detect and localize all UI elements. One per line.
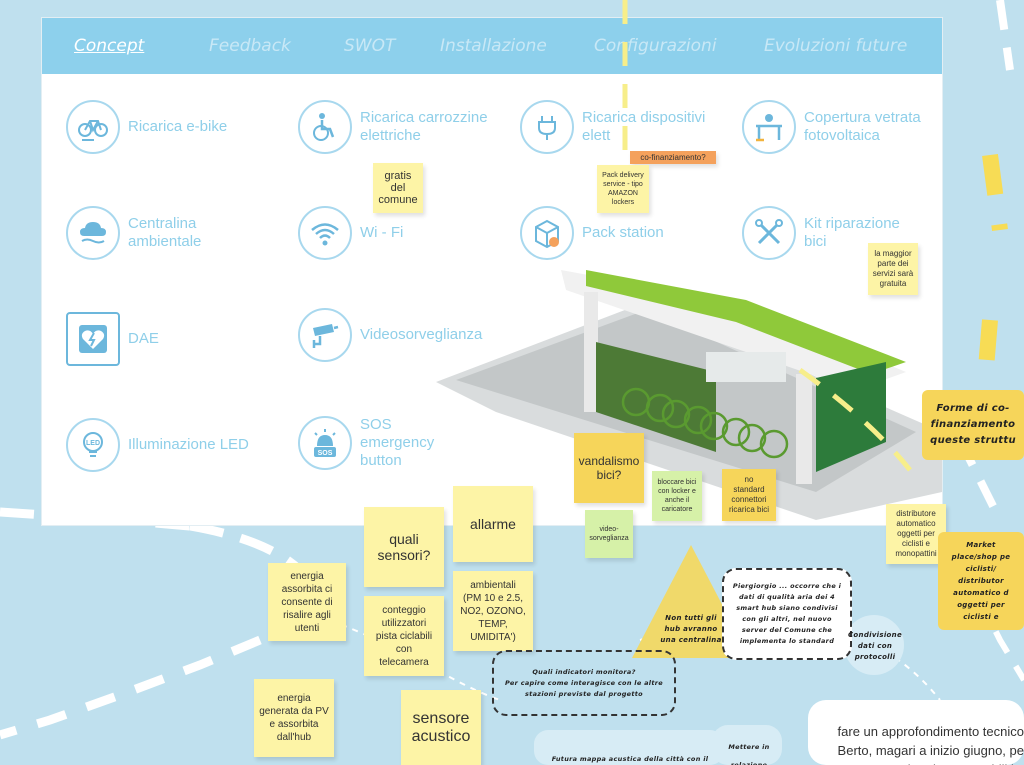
note-mettere-relazione[interactable]: Mettere in relazione [718, 736, 780, 765]
note-text: Forme di co- finanziamento queste strutt… [930, 403, 1016, 446]
feature-label: Ricarica e-bike [128, 118, 228, 135]
cloud-icon [66, 206, 120, 260]
sticky-maggior-parte[interactable]: la maggior parte dei servizi sarà gratui… [868, 243, 918, 295]
tab-evoluzioni-future[interactable]: Evoluzioni future [764, 36, 908, 56]
sticky-no-standard[interactable]: no standard connettori ricarica bici [722, 469, 776, 521]
sticky-vandalismo[interactable]: vandalismo bici? [574, 433, 644, 503]
sticky-distributore[interactable]: distributore automatico oggetti per cicl… [886, 504, 946, 564]
note-text: Piergiorgio ... occorre che i dati di qu… [732, 582, 842, 645]
tab-installazione[interactable]: Installazione [440, 36, 547, 56]
feature-env: Centralina ambientale [66, 206, 201, 260]
feature-label: Ricarica dispositivi elett [582, 109, 706, 144]
note-market-place[interactable]: Market place/shop pe ciclisti/ distribut… [938, 532, 1024, 630]
feature-video: Videosorveglianza [298, 308, 482, 362]
feature-wifi: Wi - Fi [298, 206, 403, 260]
plug-icon [520, 100, 574, 154]
feature-repair: Kit riparazione bici [742, 206, 900, 260]
note-text: Condivisione dati con protocolli [847, 630, 902, 661]
note-piergiorgio[interactable]: Piergiorgio ... occorre che i dati di qu… [722, 568, 852, 660]
note-condivisione[interactable]: Condivisione dati con protocolli [846, 626, 904, 666]
note-triangle[interactable]: Non tutti gli hub avranno una centralina [632, 545, 750, 658]
sticky-pack-delivery[interactable]: Pack delivery service - tipo AMAZON lock… [597, 165, 649, 213]
sticky-sensore-acustico[interactable]: sensore acustico [401, 690, 481, 765]
tab-concept[interactable]: Concept [74, 36, 145, 56]
feature-label: DAE [128, 330, 159, 347]
wheelchair-icon [298, 100, 352, 154]
led-icon-text: LED [86, 440, 100, 447]
feature-label: Wi - Fi [360, 224, 404, 241]
feature-label: Centralina ambientale [128, 215, 202, 250]
feature-led: LED Illuminazione LED [66, 418, 249, 472]
tab-bar: Concept Feedback SWOT Installazione Conf… [42, 18, 942, 74]
feature-dae: DAE [66, 312, 159, 366]
ebike-icon [66, 100, 120, 154]
feature-label: Ricarica carrozzine elettriche [360, 109, 488, 144]
feature-label: Videosorveglianza [360, 326, 483, 343]
tools-icon [742, 206, 796, 260]
sticky-ambientali[interactable]: ambientali (PM 10 e 2.5, NO2, OZONO, TEM… [453, 571, 533, 651]
sticky-conteggio[interactable]: conteggio utilizzatori pista ciclabili c… [364, 596, 444, 676]
wifi-icon [298, 206, 352, 260]
feature-devices: Ricarica dispositivi elett [520, 100, 705, 154]
security-camera-icon [298, 308, 352, 362]
tab-swot[interactable]: SWOT [344, 36, 396, 56]
feature-sos: SOS SOS emergency button [298, 416, 434, 470]
note-quali-indicatori[interactable]: Quali indicatori monitora? Per capire co… [492, 650, 676, 716]
sticky-quali-sensori[interactable]: quali sensori? [364, 507, 444, 587]
note-text: Quali indicatori monitora? Per capire co… [505, 667, 663, 698]
sos-alarm-icon: SOS [298, 416, 352, 470]
feature-label: SOS emergency button [360, 416, 435, 469]
feature-pack: Pack station [520, 206, 664, 260]
tab-configurazioni[interactable]: Configurazioni [594, 36, 717, 56]
feature-pv: Copertura vetrata fotovoltaica [742, 100, 921, 154]
feature-label: Pack station [582, 224, 664, 241]
sticky-cofinanziamento[interactable]: co-finanziamento? [630, 151, 716, 164]
sticky-allarme[interactable]: allarme [453, 486, 533, 562]
solar-canopy-icon [742, 100, 796, 154]
sticky-videosorveglianza[interactable]: video- sorveglianza [585, 510, 633, 558]
note-text: Mettere in relazione [728, 743, 770, 765]
note-text: Futura mappa acustica della città con il [551, 755, 709, 763]
note-text: Market place/shop pe ciclisti/ distribut… [951, 541, 1011, 621]
heart-defibrillator-icon [66, 312, 120, 366]
led-bulb-icon: LED [66, 418, 120, 472]
sticky-gratis[interactable]: gratis del comune [373, 163, 423, 213]
tab-feedback[interactable]: Feedback [209, 36, 291, 56]
package-icon [520, 206, 574, 260]
note-approfondimento[interactable]: fare un approfondimento tecnico Berto, m… [818, 722, 1024, 765]
feature-label: Kit riparazione bici [804, 215, 900, 250]
sos-icon-text: SOS [318, 450, 333, 457]
sticky-bloccare-bici[interactable]: bloccare bici con locker e anche il cari… [652, 471, 702, 521]
sticky-energia-pv[interactable]: energia generata da PV e assorbita dall'… [254, 679, 334, 757]
feature-label: Illuminazione LED [128, 436, 249, 453]
feature-label: Copertura vetrata fotovoltaica [804, 109, 921, 144]
note-text: Non tutti gli hub avranno una centralina [660, 614, 722, 644]
note-futura-mappa[interactable]: Futura mappa acustica della città con il [540, 748, 720, 763]
feature-ebike: Ricarica e-bike [66, 100, 227, 154]
feature-wheelchair: Ricarica carrozzine elettriche [298, 100, 488, 154]
note-text: fare un approfondimento tecnico Berto, m… [837, 724, 1024, 765]
note-forme-cofinanziamento[interactable]: Forme di co- finanziamento queste strutt… [922, 390, 1024, 460]
sticky-energia-assorbita[interactable]: energia assorbita ci consente di risalir… [268, 563, 346, 641]
